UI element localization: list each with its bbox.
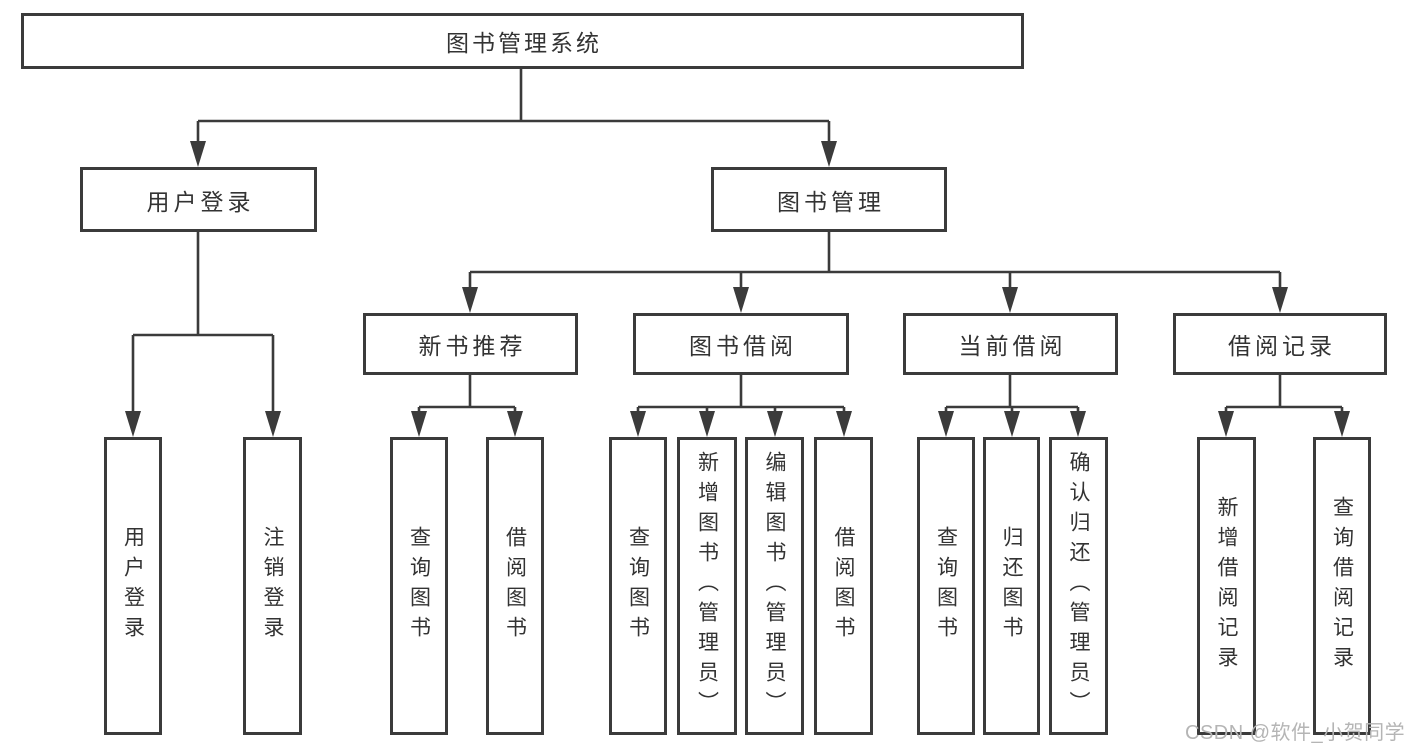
- arrowhead-leaf-user-login: [125, 411, 141, 437]
- arrowhead-leaf-add-book: [699, 411, 715, 437]
- arrowhead-leaf-edit-book: [767, 411, 783, 437]
- node-label: 用户登录: [146, 188, 255, 215]
- node-label: 新增借阅记录: [1215, 496, 1238, 676]
- arrowhead-current-borrow: [1002, 287, 1018, 313]
- leaf-add-borrow-record: 新增借阅记录: [1197, 437, 1256, 735]
- node-label: 借阅图书: [503, 526, 527, 646]
- arrowhead-leaf-return-book: [1004, 411, 1020, 437]
- csdn-watermark: CSDN @软件_小贺同学: [1185, 722, 1405, 744]
- leaf-edit-book-admin: 编辑图书（管理员）: [745, 437, 804, 735]
- arrowhead-leaf-confirm-return: [1070, 411, 1086, 437]
- leaf-query-books-borrowing: 查询图书: [609, 437, 667, 735]
- node-book-management: 图书管理: [711, 167, 947, 232]
- node-label: 查询图书: [407, 526, 431, 646]
- connector-book-mgmt-children: [468, 232, 1282, 290]
- arrowhead-leaf-logout: [265, 411, 281, 437]
- node-label: 借阅图书: [832, 526, 855, 646]
- node-label: 图书管理系统: [446, 30, 602, 56]
- node-label: 归还图书: [1000, 526, 1023, 646]
- arrowhead-leaf-query-book-1: [411, 411, 427, 437]
- connector-root-to-level1: [196, 69, 831, 144]
- arrowhead-new-book-rec: [462, 287, 478, 313]
- connector-book-borrow-children: [636, 375, 846, 414]
- node-label: 图书管理: [777, 188, 885, 215]
- node-borrowing-records: 借阅记录: [1173, 313, 1387, 375]
- node-label: 查询图书: [626, 526, 650, 646]
- leaf-user-login: 用户登录: [104, 437, 162, 735]
- connector-current-borrow-children: [944, 375, 1080, 414]
- node-label: 查询图书: [934, 526, 958, 646]
- node-current-borrowing: 当前借阅: [903, 313, 1118, 375]
- arrowhead-leaf-query-record: [1334, 411, 1350, 437]
- node-label: 用户登录: [121, 526, 145, 646]
- node-label: 借阅记录: [1228, 333, 1336, 359]
- leaf-return-book: 归还图书: [983, 437, 1040, 735]
- leaf-borrow-books: 借阅图书: [814, 437, 873, 735]
- arrowhead-book-mgmt: [821, 141, 837, 167]
- node-label: 注销登录: [261, 526, 284, 646]
- leaf-add-book-admin: 新增图书（管理员）: [677, 437, 737, 735]
- arrowhead-leaf-query-book-2: [630, 411, 646, 437]
- node-library-management-system: 图书管理系统: [21, 13, 1024, 69]
- leaf-query-books-recommendation: 查询图书: [390, 437, 448, 735]
- arrowhead-leaf-borrow-book-2: [836, 411, 852, 437]
- connector-user-login-children: [131, 232, 275, 414]
- node-user-login: 用户登录: [80, 167, 317, 232]
- leaf-query-borrow-record: 查询借阅记录: [1313, 437, 1371, 735]
- leaf-query-books-current: 查询图书: [917, 437, 975, 735]
- arrowhead-leaf-borrow-book-1: [507, 411, 523, 437]
- node-label: 当前借阅: [958, 333, 1067, 359]
- arrowhead-user-login: [190, 141, 206, 167]
- leaf-borrow-books-recommendation: 借阅图书: [486, 437, 544, 735]
- connector-new-book-rec-children: [417, 375, 517, 414]
- arrowhead-borrow-records: [1272, 287, 1288, 313]
- arrowhead-leaf-add-record: [1218, 411, 1234, 437]
- node-label: 确认归还（管理员）: [1067, 451, 1090, 721]
- node-book-borrowing: 图书借阅: [633, 313, 849, 375]
- node-label: 图书借阅: [689, 333, 797, 359]
- node-label: 查询借阅记录: [1330, 496, 1354, 676]
- arrowhead-leaf-query-book-3: [938, 411, 954, 437]
- node-new-book-recommendation: 新书推荐: [363, 313, 578, 375]
- connector-borrow-records-children: [1224, 375, 1344, 414]
- node-label: 编辑图书（管理员）: [763, 451, 786, 721]
- leaf-confirm-return-admin: 确认归还（管理员）: [1049, 437, 1108, 735]
- node-label: 新增图书（管理员）: [695, 451, 719, 721]
- node-label: 新书推荐: [418, 333, 527, 359]
- leaf-logout: 注销登录: [243, 437, 302, 735]
- arrowhead-book-borrow: [733, 287, 749, 313]
